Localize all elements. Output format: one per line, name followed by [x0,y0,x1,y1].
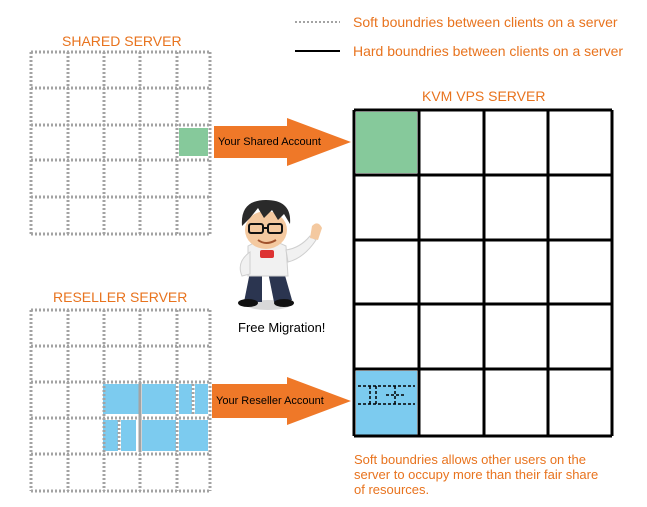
reseller-server-grid [29,308,212,493]
legend-hard-label: Hard boundries between clients on a serv… [353,43,624,59]
kvm-reseller-cell [356,371,417,435]
footnote-line-2: server to occupy more than their fair sh… [354,467,599,482]
shared-server-title: SHARED SERVER [62,33,182,49]
footnote-line-1: Soft boundries allows other users on the [354,452,586,467]
reseller-account-cells [103,384,208,451]
shared-arrow [214,118,351,166]
reseller-arrow-label: Your Reseller Account [216,395,324,407]
kvm-server-title: KVM VPS SERVER [422,88,546,104]
shared-server-grid [29,50,212,236]
mascot-caption: Free Migration! [238,320,326,335]
reseller-server-title: RESELLER SERVER [53,289,188,305]
shared-account-cell [179,128,208,156]
legend-soft-label: Soft boundries between clients on a serv… [353,14,618,30]
shared-arrow-label: Your Shared Account [218,136,321,148]
kvm-reseller-soft-lines [358,385,415,405]
reseller-inner-soft-lines [117,384,195,451]
mascot-illustration [238,200,322,310]
reseller-arrow [212,377,351,425]
kvm-server-grid [352,108,614,438]
footnote-line-3: of resources. [354,482,430,497]
kvm-shared-cell [356,112,417,173]
